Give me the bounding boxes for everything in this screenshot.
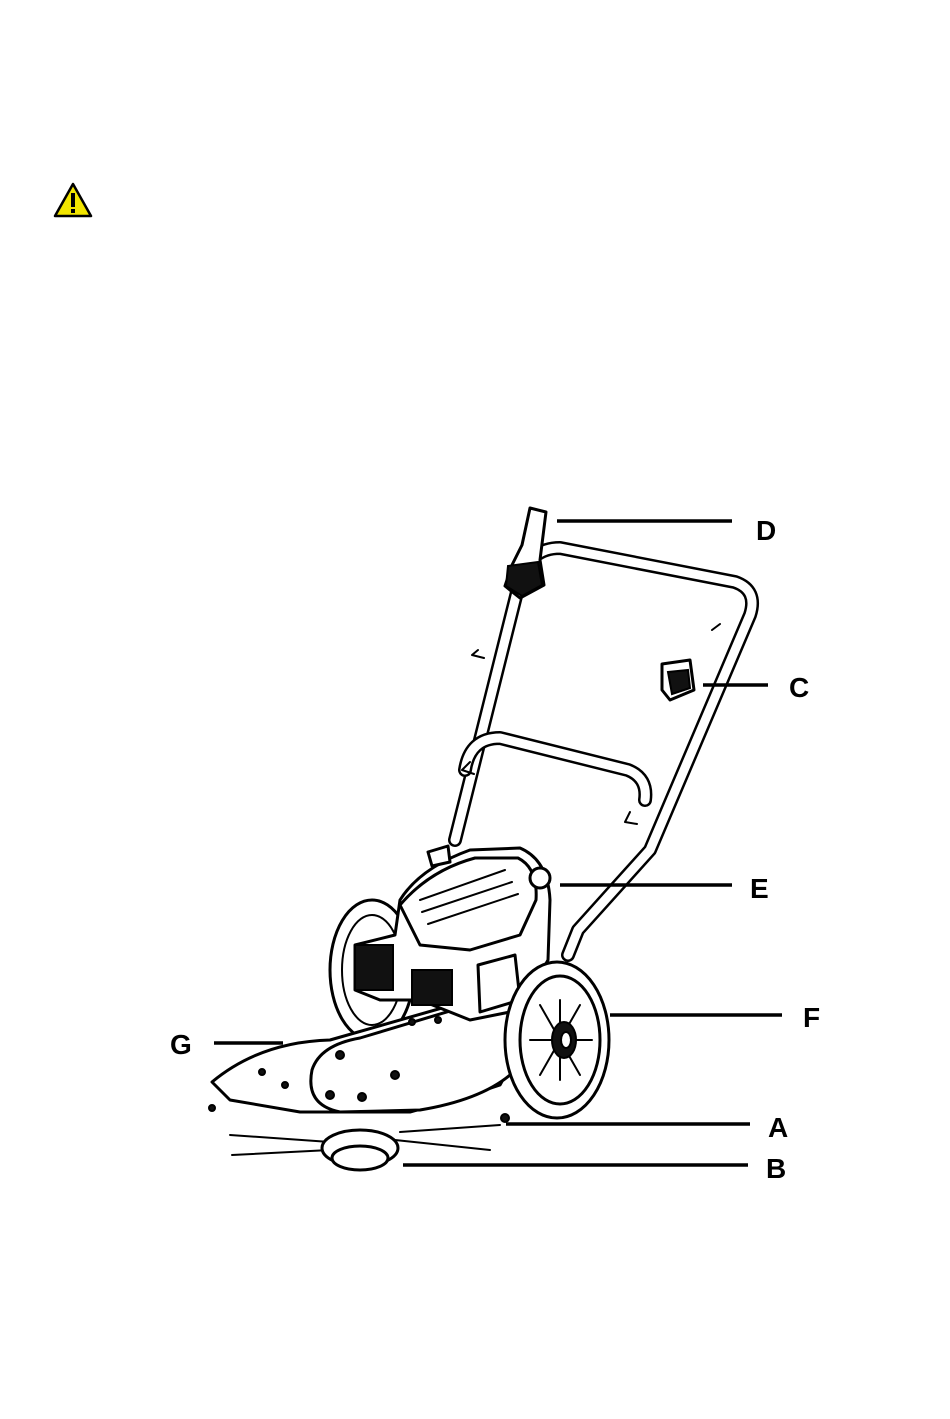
right-wheel: [505, 962, 609, 1118]
callout-label-b: B: [766, 1153, 786, 1184]
callout-label-f: F: [803, 1002, 820, 1033]
callout-label-g: G: [170, 1029, 192, 1060]
callout-label-e: E: [750, 873, 769, 904]
callout-label-d: D: [756, 515, 776, 546]
engine-stop-control: [662, 660, 694, 700]
callout-label-c: C: [789, 672, 809, 703]
callout-label-a: A: [768, 1112, 788, 1143]
throttle-lever: [505, 508, 546, 598]
